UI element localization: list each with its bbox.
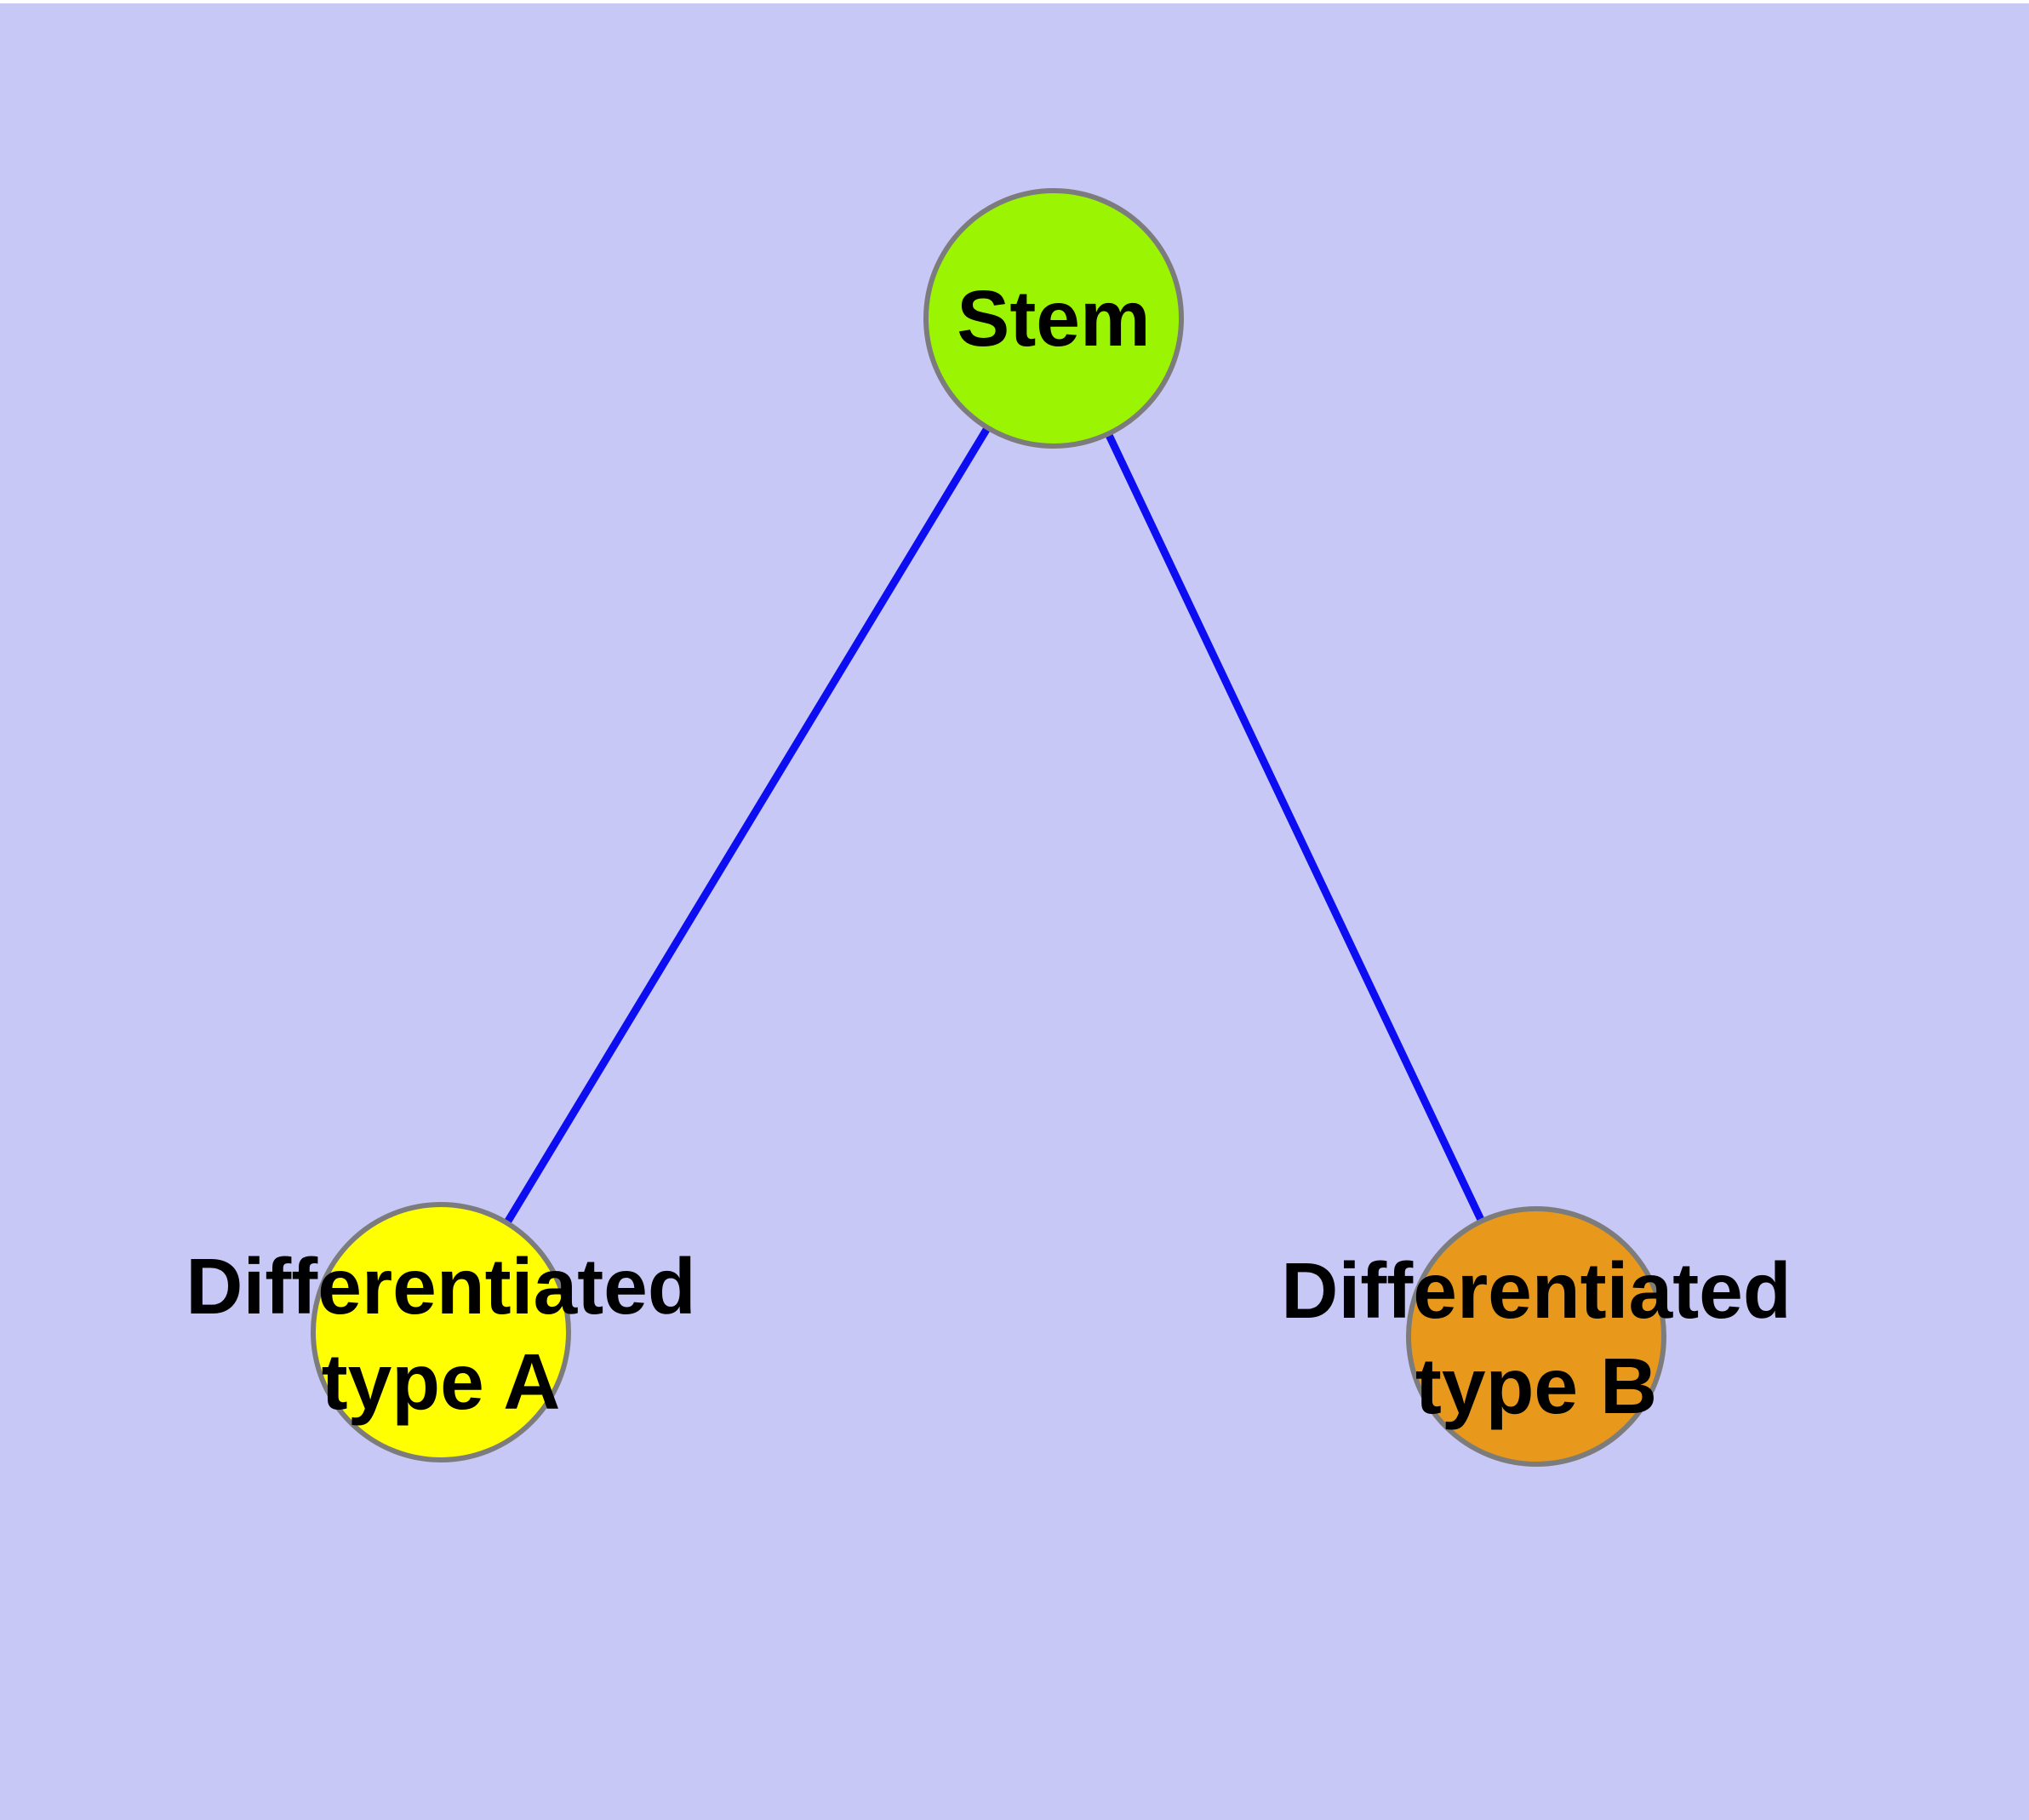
node-stem-label-text: Stem xyxy=(957,274,1151,363)
node-type-a-label-line2: type A xyxy=(321,1337,561,1426)
node-type-b-label: Differentiated type B xyxy=(1281,1243,1791,1434)
node-stem-circle xyxy=(923,188,1184,449)
node-type-b-circle xyxy=(1406,1206,1666,1467)
edge-stem-to-type-a xyxy=(437,316,1057,1335)
node-type-a-label: Differentiated type A xyxy=(186,1239,695,1429)
top-edge-strip xyxy=(0,0,2029,3)
node-type-b-label-line2: type B xyxy=(1415,1342,1658,1430)
node-type-a-circle xyxy=(311,1202,571,1462)
edge-stem-to-type-b xyxy=(1049,317,1540,1338)
node-type-b-label-line1: Differentiated xyxy=(1281,1246,1792,1335)
node-type-a-label-line1: Differentiated xyxy=(186,1242,696,1331)
node-stem-label: Stem xyxy=(957,271,1150,366)
